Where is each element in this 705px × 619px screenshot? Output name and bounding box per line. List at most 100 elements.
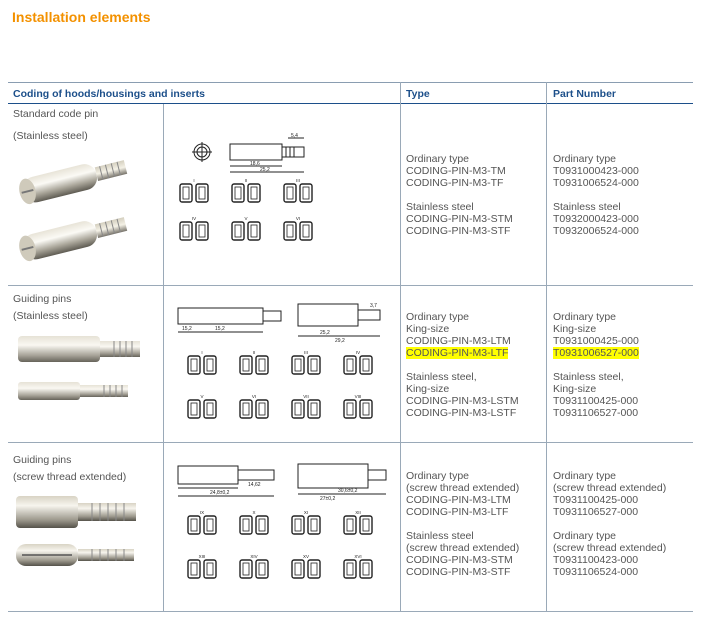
col-sep-image bbox=[163, 104, 164, 612]
coding-module-diagram: III bbox=[283, 178, 313, 203]
part-number-line: T0931106527-000 bbox=[553, 506, 639, 518]
part-number-line: Ordinary type bbox=[553, 470, 617, 482]
roman-numeral-label: XI bbox=[304, 510, 308, 515]
type-line: CODING-PIN-M3-STF bbox=[406, 225, 511, 237]
type-line: King-size bbox=[406, 323, 450, 335]
code-pin-photo bbox=[19, 160, 128, 262]
type-line: (screw thread extended) bbox=[406, 542, 520, 554]
type-line: Stainless steel bbox=[406, 530, 474, 542]
roman-numeral-label: IV bbox=[356, 350, 360, 355]
part-number-line: Ordinary type bbox=[553, 311, 617, 323]
coding-module-diagram: VI bbox=[283, 216, 313, 241]
roman-numeral-label: II bbox=[253, 350, 256, 355]
roman-numeral-label: IV bbox=[192, 216, 196, 221]
part-number-line: King-size bbox=[553, 383, 597, 395]
dim-label: 30,6±0,2 bbox=[338, 488, 358, 494]
dim-label: 25,2 bbox=[320, 330, 330, 336]
coding-module-diagram: XIV bbox=[239, 554, 269, 579]
roman-numeral-label: V bbox=[244, 216, 247, 221]
type-cell: Ordinary type(screw thread extended)CODI… bbox=[406, 470, 519, 578]
coding-module-diagram: X bbox=[239, 510, 269, 535]
part-number-line: T0931106527-000 bbox=[553, 407, 639, 419]
roman-numeral-label: I bbox=[201, 350, 202, 355]
coding-module-diagram: XIII bbox=[187, 554, 217, 579]
roman-numeral-label: III bbox=[304, 350, 308, 355]
type-line: CODING-PIN-M3-STM bbox=[406, 213, 513, 225]
header-coding: Coding of hoods/housings and inserts bbox=[13, 88, 205, 100]
coding-module-diagram: XV bbox=[291, 554, 321, 579]
coding-module-diagram: V bbox=[187, 394, 217, 419]
part-number-line: T0931006527-000 bbox=[553, 347, 639, 359]
col-sep-part bbox=[546, 82, 547, 612]
part-number-line: T0931100423-000 bbox=[553, 554, 639, 566]
part-number-line: (screw thread extended) bbox=[553, 482, 667, 494]
table-top-rule bbox=[8, 82, 693, 83]
type-line: King-size bbox=[406, 383, 450, 395]
part-number-line: T0931100425-000 bbox=[553, 494, 639, 506]
part-number-line: T0932006524-000 bbox=[553, 225, 639, 237]
part-number-line: T0931006524-000 bbox=[553, 177, 639, 189]
spacer bbox=[406, 518, 519, 530]
roman-numeral-label: III bbox=[296, 178, 300, 183]
roman-numeral-label: VII bbox=[303, 394, 309, 399]
row-label: Guiding pins (Stainless steel) bbox=[13, 293, 88, 322]
roman-numeral-label: II bbox=[245, 178, 248, 183]
coding-module-diagram: XVI bbox=[343, 554, 373, 579]
type-line: CODING-PIN-M3-STF bbox=[406, 566, 511, 578]
part-number-cell: Ordinary type(screw thread extended)T093… bbox=[553, 470, 666, 578]
roman-numeral-label: V bbox=[200, 394, 203, 399]
roman-numeral-label: XV bbox=[303, 554, 309, 559]
page-title: Installation elements bbox=[12, 9, 151, 25]
type-line: CODING-PIN-M3-LTM bbox=[406, 494, 511, 506]
type-line: CODING-PIN-M3-STM bbox=[406, 554, 513, 566]
part-number-line: Ordinary type bbox=[553, 153, 617, 165]
coding-module-diagram: IV bbox=[179, 216, 209, 241]
spacer bbox=[553, 189, 639, 201]
type-line: CODING-PIN-M3-LTF bbox=[406, 506, 509, 518]
type-line: CODING-PIN-M3-LSTM bbox=[406, 395, 519, 407]
type-line: CODING-PIN-M3-LTF bbox=[406, 347, 509, 359]
dim-label: 5,4 bbox=[291, 133, 298, 139]
roman-numeral-label: VI bbox=[252, 394, 256, 399]
part-number-line: T0932000423-000 bbox=[553, 213, 639, 225]
dim-label: 15,2 bbox=[182, 326, 192, 332]
roman-numeral-label: XIII bbox=[199, 554, 206, 559]
roman-numeral-label: VI bbox=[296, 216, 300, 221]
dim-label: 18,6 bbox=[250, 161, 260, 167]
coding-module-diagram: VI bbox=[239, 394, 269, 419]
roman-numeral-label: IX bbox=[200, 510, 204, 515]
roman-numeral-label: VIII bbox=[355, 394, 362, 399]
spacer bbox=[406, 189, 513, 201]
spacer bbox=[553, 359, 639, 371]
spacer bbox=[553, 518, 666, 530]
coding-module-diagram: XI bbox=[291, 510, 321, 535]
roman-numeral-label: XVI bbox=[354, 554, 361, 559]
dim-label: 24,8±0,2 bbox=[210, 490, 230, 496]
type-line: Stainless steel, bbox=[406, 371, 477, 383]
part-number-line: Ordinary type bbox=[553, 530, 617, 542]
row-divider bbox=[8, 285, 693, 286]
type-line: Stainless steel bbox=[406, 201, 474, 213]
dim-label: 29,2 bbox=[335, 338, 345, 344]
col-sep-type bbox=[400, 82, 401, 612]
roman-numeral-label: XIV bbox=[250, 554, 257, 559]
dim-label: 27±0,2 bbox=[320, 496, 335, 502]
coding-module-diagram: II bbox=[231, 178, 261, 203]
part-number-line: Stainless steel bbox=[553, 201, 621, 213]
part-number-line: T0931106524-000 bbox=[553, 566, 639, 578]
coding-module-diagram: I bbox=[179, 178, 209, 203]
dim-label: 3,7 bbox=[370, 303, 377, 309]
row-label: Standard code pin (Stainless steel) bbox=[13, 108, 99, 142]
type-line: (screw thread extended) bbox=[406, 482, 520, 494]
part-number-line: T0931000423-000 bbox=[553, 165, 639, 177]
type-line: Ordinary type bbox=[406, 311, 470, 323]
dim-label: 15,2 bbox=[215, 326, 225, 332]
coding-module-diagram: IX bbox=[187, 510, 217, 535]
type-line: Ordinary type bbox=[406, 153, 470, 165]
header-rule bbox=[8, 103, 693, 104]
